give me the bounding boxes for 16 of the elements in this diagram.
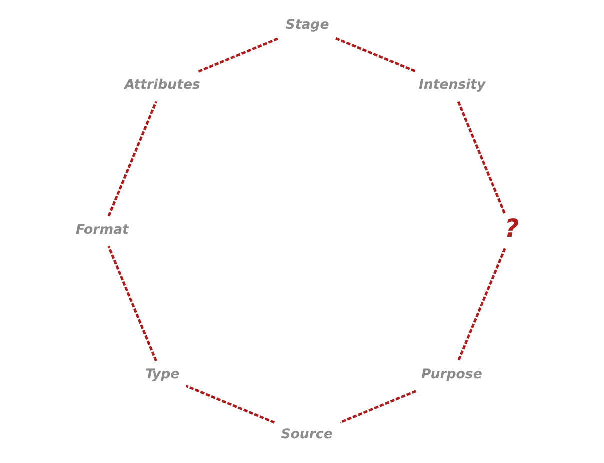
connector xyxy=(198,37,280,73)
connector xyxy=(457,248,506,362)
node-text: Format xyxy=(76,222,129,238)
node-text: Attributes xyxy=(124,78,200,94)
node-text: Intensity xyxy=(418,78,486,94)
node-text: Type xyxy=(146,368,180,383)
node-text: Stage xyxy=(286,18,330,34)
connector xyxy=(340,390,417,424)
connector xyxy=(186,384,276,424)
connector xyxy=(336,37,416,73)
connector xyxy=(108,246,158,362)
connector xyxy=(108,101,158,217)
node-text: ? xyxy=(504,214,520,243)
connector xyxy=(457,101,506,215)
node-text: Purpose xyxy=(421,368,482,383)
node-text: Source xyxy=(281,428,333,443)
